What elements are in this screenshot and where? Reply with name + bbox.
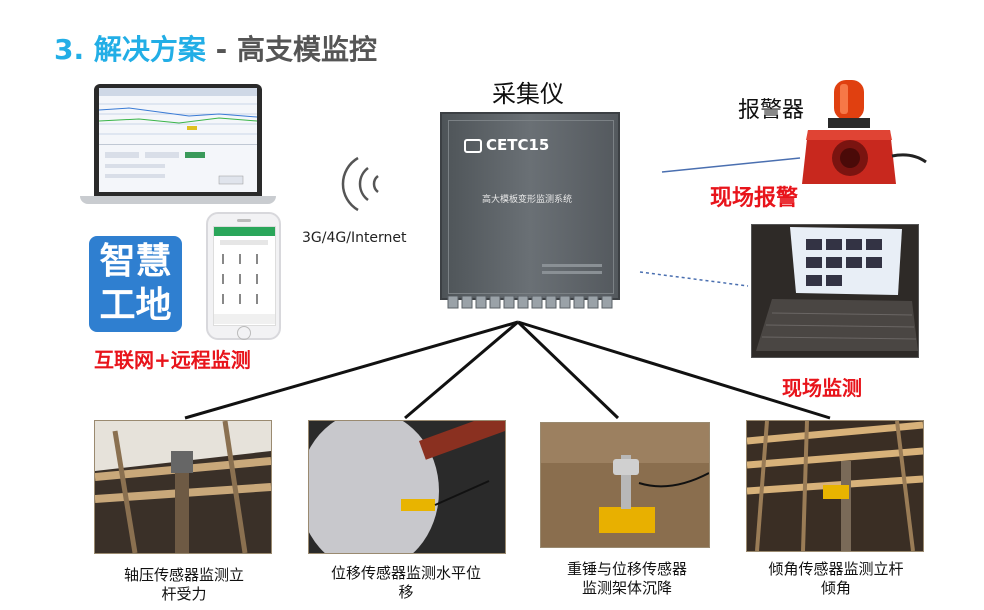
alarm-label: 报警器: [738, 98, 805, 123]
sensor-1-line-2: 杆受力: [161, 585, 207, 603]
line-to-onsite: [639, 271, 749, 287]
sensor-photo-4: [746, 420, 924, 552]
sensor-3-line-2: 监测架体沉降: [581, 579, 672, 597]
logo-line-2: 工地: [99, 285, 172, 326]
sensor-photo-3: [540, 422, 710, 548]
line-to-sensor-3: [516, 320, 620, 420]
sensor-caption-1: 轴压传感器监测立 杆受力: [104, 566, 264, 604]
line-to-sensor-4: [517, 320, 831, 420]
laptop-screen: [98, 88, 258, 192]
sensor-photo-1: [94, 420, 272, 554]
page-title: 3. 解决方案 - 高支模监控: [54, 28, 377, 68]
cetc-logo: CETC15: [464, 136, 549, 154]
sensor-caption-2: 位移传感器监测水平位 移: [306, 564, 506, 602]
sensor-1-line-1: 轴压传感器监测立: [123, 566, 244, 584]
laptop-image: [80, 84, 276, 208]
alarm-caption: 现场报警: [710, 186, 799, 211]
collector-device: CETC15 高大模板变形监测系统: [440, 112, 620, 300]
alarm-device-image: [802, 80, 927, 184]
wireless-signal-icon: [341, 156, 379, 212]
phone-screen: [213, 226, 276, 326]
sensor-2-line-1: 位移传感器监测水平位: [330, 564, 481, 582]
network-label: 3G/4G/Internet: [302, 230, 407, 246]
device-text: 高大模板变形监测系统: [482, 195, 573, 205]
sensor-caption-4: 倾角传感器监测立杆 倾角: [746, 560, 926, 598]
line-to-alarm: [661, 157, 801, 173]
onsite-caption: 现场监测: [782, 376, 862, 400]
sensor-4-line-2: 倾角: [820, 579, 851, 597]
cetc-mark-icon: [464, 138, 482, 153]
collector-label: 采集仪: [492, 80, 564, 108]
line-to-sensor-2: [404, 320, 519, 420]
sensor-4-line-1: 倾角传感器监测立杆: [768, 560, 904, 578]
sensor-2-line-2: 移: [398, 583, 414, 601]
title-sub: 高支模监控: [237, 33, 378, 66]
smartphone-image: [206, 212, 281, 340]
title-separator: -: [215, 33, 228, 66]
sensor-caption-3: 重锤与位移传感器 监测架体沉降: [542, 560, 712, 598]
sensor-3-line-1: 重锤与位移传感器: [566, 560, 687, 578]
remote-monitoring-caption: 互联网+远程监测: [94, 348, 251, 372]
brand-text: CETC15: [486, 136, 550, 154]
smart-site-logo: 智慧 工地: [89, 236, 182, 332]
sensor-photo-2: [308, 420, 506, 554]
line-to-sensor-1: [184, 320, 519, 420]
device-connectors: [447, 296, 613, 309]
logo-line-1: 智慧: [99, 241, 172, 282]
onsite-laptop-photo: [751, 224, 919, 358]
title-number: 3.: [54, 33, 85, 66]
title-main: 解决方案: [93, 33, 206, 66]
